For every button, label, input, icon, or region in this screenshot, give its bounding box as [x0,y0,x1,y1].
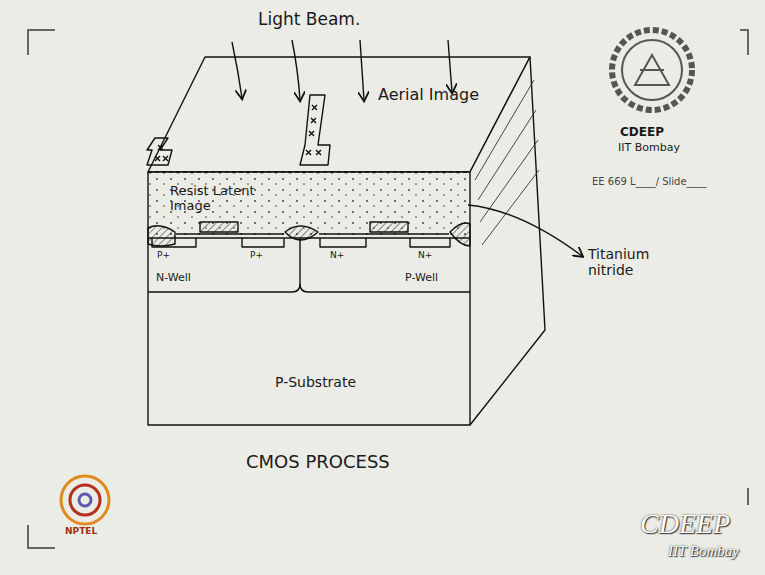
logo-text: CDEEP [620,126,664,140]
diffusion-label: N+ [418,250,432,260]
logo-text: IIT Bombay [618,142,680,155]
diffusion-label: N+ [330,250,344,260]
watermark: IIT Bombay [668,543,739,560]
aerial-image-label: Aerial Image [378,86,479,104]
nptel-label: NPTEL [65,526,97,536]
well-label: P-Well [405,272,438,285]
beam-label: Light Beam. [258,10,360,30]
slide-number: EE 669 L____/ Slide____ [592,176,707,188]
resist-label: Resist Latent Image [170,184,282,214]
substrate-label: P-Substrate [275,374,356,390]
well-label: N-Well [156,272,191,285]
diffusion-label: P+ [250,250,263,260]
titanium-nitride-label: Titanium nitride [588,246,678,278]
watermark: CDEEP [640,508,730,540]
diffusion-label: P+ [157,250,170,260]
caption: CMOS PROCESS [246,452,390,473]
